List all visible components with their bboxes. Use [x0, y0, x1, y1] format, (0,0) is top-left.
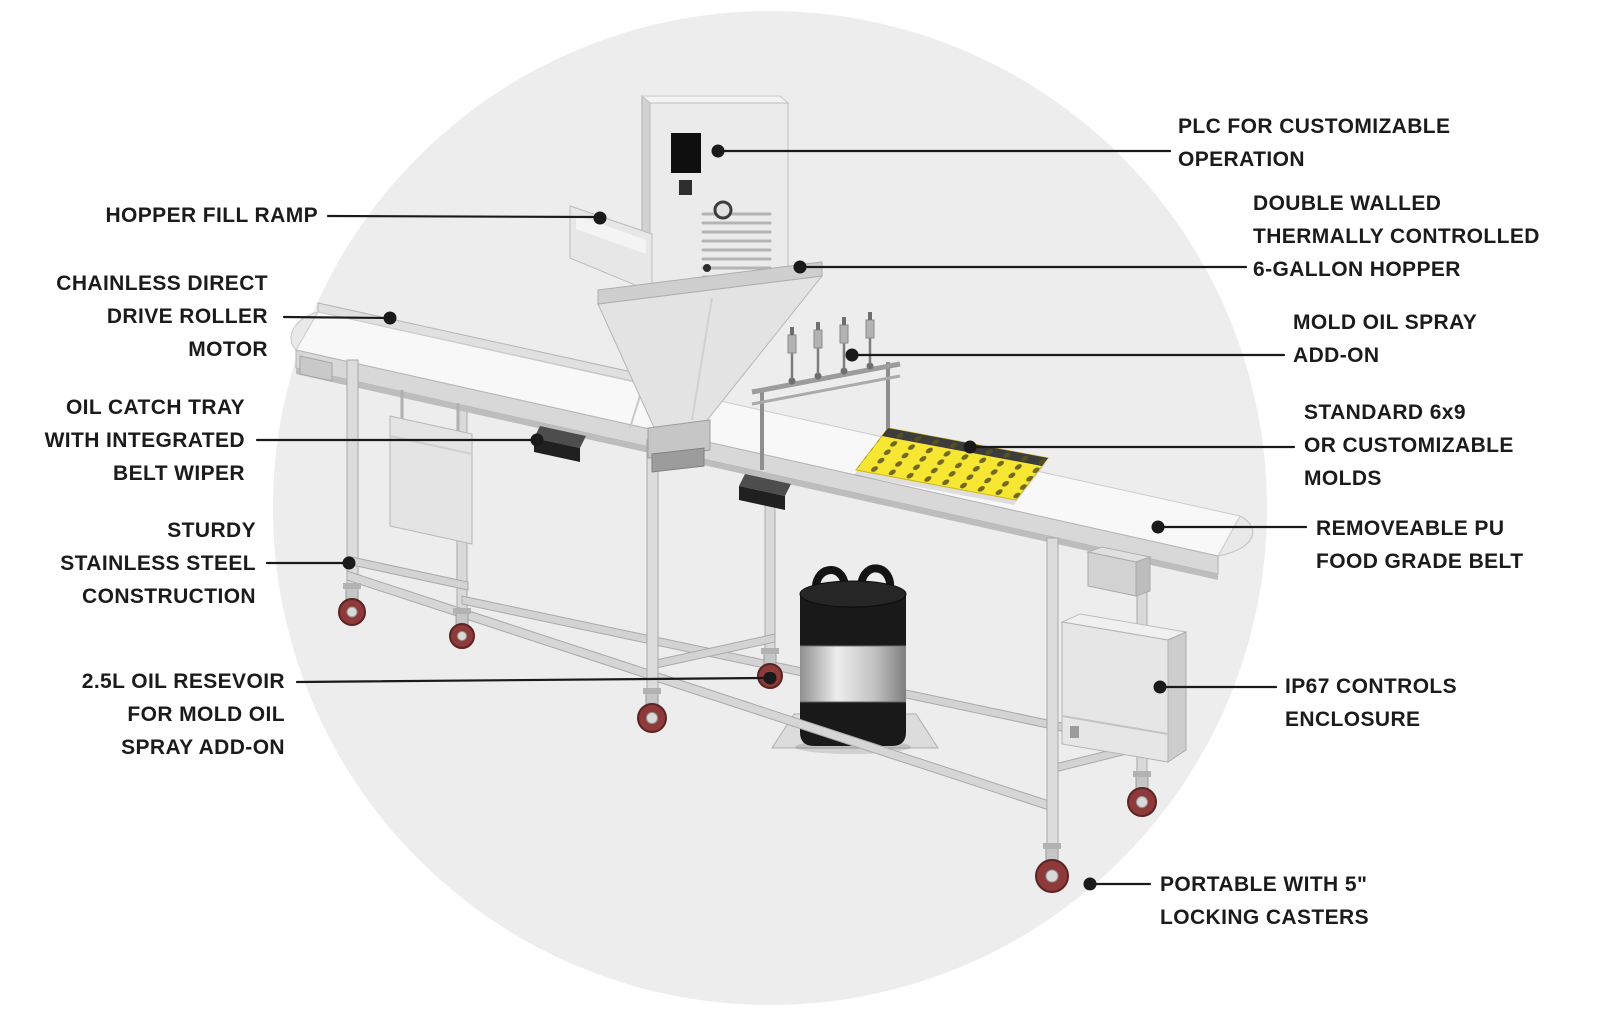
callout-label-casters: PORTABLE WITH 5" LOCKING CASTERS — [1160, 873, 1370, 929]
plc-screen — [671, 133, 701, 173]
caster-right-front — [1035, 843, 1069, 893]
callout-label-drive-motor: CHAINLESS DIRECT DRIVE ROLLER MOTOR — [56, 272, 268, 361]
caster-left-back — [449, 608, 475, 649]
hopper-rim — [597, 261, 823, 305]
hopper-neck — [647, 419, 711, 459]
hopper — [597, 261, 824, 473]
callout-dot-hopper — [793, 260, 807, 274]
casters — [338, 583, 1157, 893]
callout-label-stainless: STURDY STAINLESS STEEL CONSTRUCTION — [60, 519, 256, 608]
callout-line-oil-reservoir — [295, 676, 769, 684]
callout-dot-oil-spray — [845, 348, 859, 362]
depositor-head — [651, 447, 705, 473]
callout-label-hopper-fill-ramp: HOPPER FILL RAMP — [105, 204, 318, 227]
mold-cavities — [856, 428, 1048, 500]
belt-wiper-box — [739, 474, 791, 510]
callout-dot-molds — [963, 440, 977, 454]
oil-catch-tray-panel — [389, 415, 473, 545]
callout-dot-oil-reservoir — [763, 671, 777, 685]
callout-label-oil-reservoir: 2.5L OIL RESEVOIR FOR MOLD OIL SPRAY ADD… — [81, 670, 285, 759]
callout-dot-hopper-fill-ramp — [593, 211, 607, 225]
callout-label-oil-spray: MOLD OIL SPRAY ADD-ON — [1293, 311, 1478, 367]
spray-nozzles — [787, 312, 875, 385]
oil-catch-tray-box — [534, 426, 586, 462]
machine — [290, 94, 1254, 893]
callout-line-drive-motor — [282, 315, 390, 320]
mold-tray — [854, 427, 1049, 505]
callout-label-hopper: DOUBLE WALLED THERMALLY CONTROLLED 6-GAL… — [1253, 192, 1540, 281]
mold-oil-spray-assembly — [751, 312, 901, 470]
caster-right-back — [1127, 771, 1157, 817]
callout-dot-oil-catch-tray — [530, 433, 544, 447]
belt-drive-box — [1086, 546, 1152, 597]
tower-port — [713, 200, 733, 220]
callout-label-oil-catch-tray: OIL CATCH TRAY WITH INTEGRATED BELT WIPE… — [44, 396, 245, 485]
controls-enclosure — [1060, 613, 1188, 763]
callout-dot-enclosure — [1153, 680, 1167, 694]
left-stand — [346, 359, 473, 599]
callout-dot-belt — [1151, 520, 1165, 534]
caster-center-front — [637, 688, 667, 733]
callout-label-enclosure: IP67 CONTROLS ENCLOSURE — [1285, 675, 1458, 731]
caster-left-front — [338, 583, 366, 626]
callout-label-belt: REMOVEABLE PU FOOD GRADE BELT — [1316, 517, 1524, 573]
callout-dot-casters — [1083, 877, 1097, 891]
callout-label-plc: PLC FOR CUSTOMIZABLE OPERATION — [1178, 115, 1451, 171]
callout-dots — [342, 144, 1167, 891]
callout-lines — [255, 149, 1308, 886]
callout-line-hopper-fill-ramp — [326, 214, 600, 219]
callout-dot-stainless — [342, 556, 356, 570]
callout-dot-drive-motor — [383, 311, 397, 325]
callout-label-molds: STANDARD 6x9 OR CUSTOMIZABLE MOLDS — [1304, 401, 1514, 490]
callout-dot-plc — [711, 144, 725, 158]
